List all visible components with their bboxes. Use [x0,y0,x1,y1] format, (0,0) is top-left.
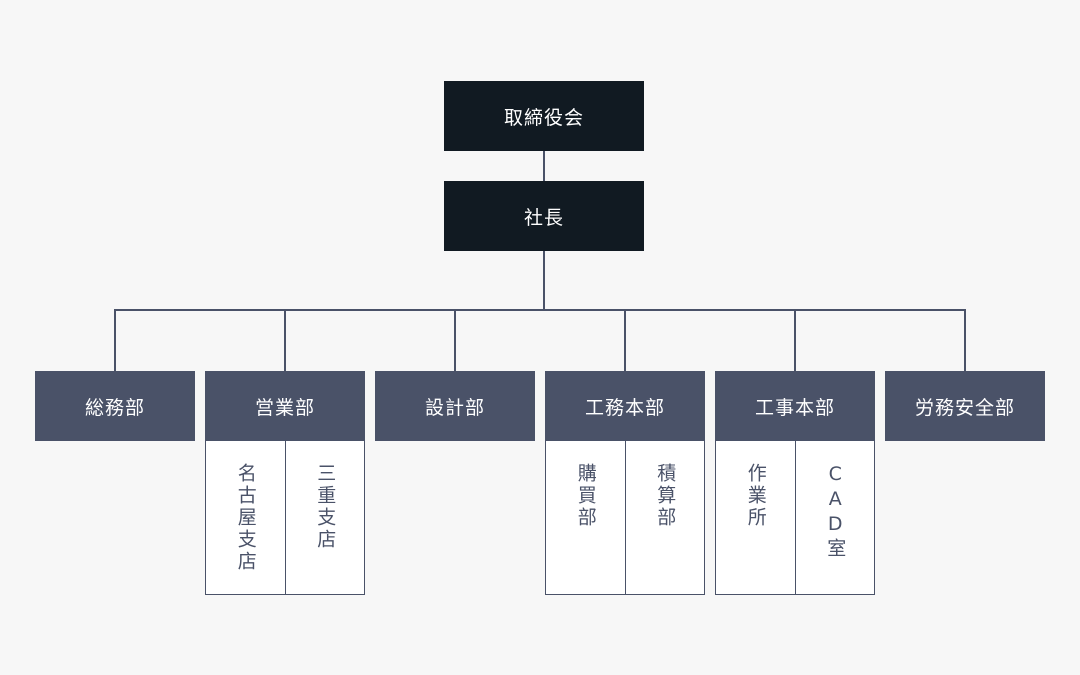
sub-unit-label: 作業所 [744,463,767,529]
dept-label: 労務安全部 [914,396,1015,419]
sub-unit-cad: CAD室 [794,441,875,594]
sub-unit-label: 積算部 [654,463,677,529]
kouji-sub-units: 作業所 CAD室 [715,441,875,595]
president-box: 社長 [444,181,644,251]
sub-unit-label: 名古屋支店 [234,463,257,573]
koumu-sub-units: 購買部 積算部 [545,441,705,595]
dept-kouji-box: 工事本部 [715,371,875,441]
sub-unit-mie: 三重支店 [284,441,365,594]
eigyo-sub-units: 名古屋支店 三重支店 [205,441,365,595]
sub-unit-koubai: 購買部 [546,441,625,594]
dept-label: 工務本部 [584,396,665,419]
dept-eigyo-box: 営業部 [205,371,365,441]
sub-unit-sagyousho: 作業所 [716,441,795,594]
dept-roumu-box: 労務安全部 [885,371,1045,441]
dept-soumu-box: 総務部 [35,371,195,441]
sub-unit-label: CAD室 [824,463,847,560]
sub-unit-nagoya: 名古屋支店 [206,441,285,594]
dept-sekkei-box: 設計部 [375,371,535,441]
sub-unit-sekisan: 積算部 [624,441,705,594]
sub-unit-label: 購買部 [574,463,597,529]
president-label: 社長 [523,206,564,229]
dept-label: 総務部 [84,396,145,419]
sub-unit-label: 三重支店 [314,463,337,551]
dept-label: 設計部 [424,396,485,419]
dept-label: 営業部 [254,396,315,419]
dept-koumu-box: 工務本部 [545,371,705,441]
dept-label: 工事本部 [754,396,835,419]
board-of-directors-box: 取締役会 [444,81,644,151]
board-label: 取締役会 [503,106,584,129]
